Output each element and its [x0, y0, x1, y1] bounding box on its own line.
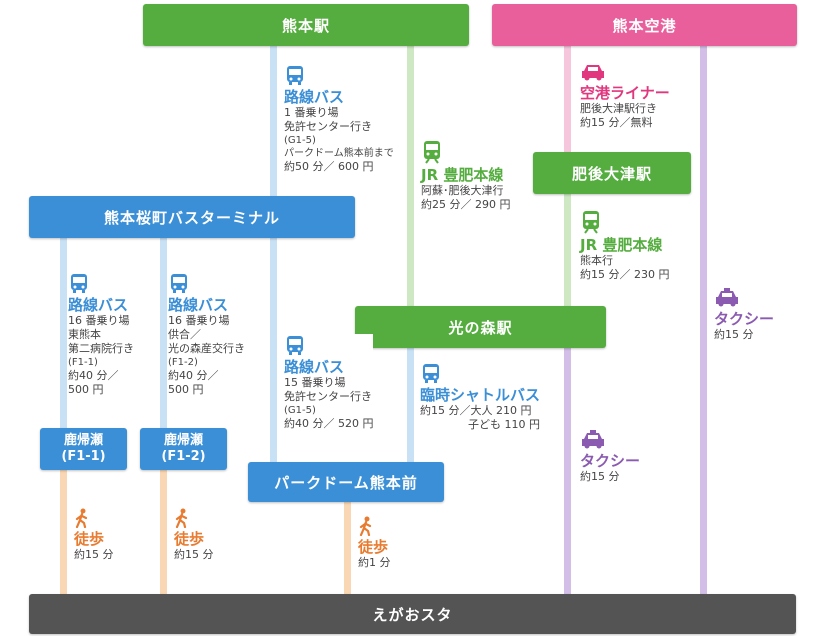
route-detail: 光の森産交行き — [168, 342, 245, 355]
route-detail: 約40 分／ — [68, 369, 119, 382]
route-mode: タクシー — [580, 452, 641, 470]
route-detail: 第二病院行き — [68, 342, 134, 355]
route-mode: 徒歩 — [174, 530, 205, 548]
stop-kagaese-f1-2[interactable]: 鹿帰瀬 (F1-2) — [140, 428, 227, 470]
route-detail: 約40 分／ 520 円 — [284, 417, 374, 430]
line-shuttle — [407, 348, 414, 462]
route-detail: 約15 分 — [714, 328, 754, 341]
station-kumamoto[interactable]: 熊本駅 — [143, 4, 469, 46]
route-ozu-jr: JR 豊肥本線 熊本行 約15 分／ 230 円 — [580, 210, 670, 282]
line-walk3 — [344, 502, 351, 594]
line-walk1 — [60, 470, 67, 594]
route-detail: 1 番乗り場 — [284, 106, 339, 119]
route-detail: 供合／ — [168, 328, 201, 341]
route-detail: 約15 分／大人 210 円 — [420, 404, 532, 417]
stop-name: 鹿帰瀬 — [163, 433, 203, 448]
line-walk2 — [160, 470, 167, 594]
route-detail: 15 番乗り場 — [284, 376, 346, 389]
station-egaosuta[interactable]: えがおスタ — [29, 594, 796, 634]
route-detail: 16 番乗り場 — [68, 314, 130, 327]
route-mode: 路線バス — [68, 296, 129, 314]
route-detail: 免許センター行き — [284, 120, 372, 133]
line-ozu-taxi — [564, 348, 571, 594]
route-sakura-bus-f1-2: 路線バス 16 番乗り場 供合／ 光の森産交行き (F1-2) 約40 分／ 5… — [168, 272, 245, 397]
stop-code: (F1-1) — [61, 449, 106, 464]
route-detail: (G1-5) — [284, 135, 316, 146]
route-detail: パークドーム熊本前まで — [284, 148, 394, 159]
route-detail: 約15 分／無料 — [580, 116, 653, 129]
route-mode: 路線バス — [168, 296, 229, 314]
route-detail: 約1 分 — [358, 556, 391, 569]
route-detail: 熊本行 — [580, 254, 613, 267]
walking-icon — [175, 508, 188, 528]
route-detail: 約15 分 — [580, 470, 620, 483]
train-icon — [424, 141, 440, 164]
walking-icon — [75, 508, 88, 528]
route-airport-taxi: タクシー 約15 分 — [714, 288, 775, 342]
route-detail: 阿蘇･肥後大津行 — [421, 184, 504, 197]
route-detail: 約15 分 — [174, 548, 214, 561]
route-mode: 路線バス — [284, 88, 345, 106]
route-detail: 約15 分 — [74, 548, 114, 561]
route-detail: 500 円 — [68, 383, 104, 396]
station-kumamoto-airport[interactable]: 熊本空港 — [492, 4, 797, 46]
route-mode: 臨時シャトルバス — [420, 386, 541, 404]
route-detail: 約40 分／ — [168, 369, 219, 382]
route-sakura-bus-g1-5: 路線バス 15 番乗り場 免許センター行き (G1-5) 約40 分／ 520 … — [284, 334, 374, 431]
route-mode: 路線バス — [284, 358, 345, 376]
line-kumamoto-bus — [270, 46, 277, 462]
route-detail: 子ども 110 円 — [468, 418, 541, 431]
route-mode: JR 豊肥本線 — [421, 166, 504, 184]
route-kumamoto-bus: 路線バス 1 番乗り場 免許センター行き (G1-5) パークドーム熊本前まで … — [284, 64, 394, 174]
line-sakura-bus2 — [160, 238, 167, 428]
stop-name: 鹿帰瀬 — [63, 433, 103, 448]
line-kumamoto-jr — [407, 46, 414, 306]
station-hikarinomori[interactable]: 光の森駅 — [355, 306, 606, 348]
route-detail: 東熊本 — [68, 328, 101, 341]
car-icon — [582, 65, 604, 81]
train-icon — [583, 211, 599, 234]
station-higo-ozu[interactable]: 肥後大津駅 — [533, 152, 691, 194]
taxi-icon — [582, 430, 604, 449]
route-mode: タクシー — [714, 310, 775, 328]
bus-icon — [287, 336, 303, 355]
route-sakura-bus-f1-1: 路線バス 16 番乗り場 東熊本 第二病院行き (F1-1) 約40 分／ 50… — [68, 272, 134, 397]
stop-kagaese-f1-1[interactable]: 鹿帰瀬 (F1-1) — [40, 428, 127, 470]
route-walk-parkdome: 徒歩 約1 分 — [358, 516, 391, 570]
bus-icon — [423, 364, 439, 383]
route-detail: 約15 分／ 230 円 — [580, 268, 670, 281]
line-ozu-jr — [564, 194, 571, 306]
route-detail: (G1-5) — [284, 405, 316, 416]
route-detail: 約25 分／ 290 円 — [421, 198, 511, 211]
route-airport-liner: 空港ライナー 肥後大津駅行き 約15 分／無料 — [580, 62, 670, 130]
route-detail: (F1-1) — [68, 357, 98, 368]
route-mode: JR 豊肥本線 — [580, 236, 663, 254]
route-mode: 空港ライナー — [580, 84, 670, 102]
line-airport-liner — [564, 46, 571, 152]
route-detail: 約50 分／ 600 円 — [284, 160, 374, 173]
route-detail: 免許センター行き — [284, 390, 372, 403]
route-ozu-taxi: タクシー 約15 分 — [580, 430, 641, 484]
route-shuttle-bus: 臨時シャトルバス 約15 分／大人 210 円 子ども 110 円 — [420, 362, 541, 432]
line-airport-taxi — [700, 46, 707, 594]
walking-icon — [359, 516, 372, 536]
route-detail: 肥後大津駅行き — [580, 102, 657, 115]
station-sakuramachi-bus-terminal[interactable]: 熊本桜町バスターミナル — [29, 196, 355, 238]
bus-icon — [171, 274, 187, 293]
route-mode: 徒歩 — [74, 530, 105, 548]
bus-icon — [71, 274, 87, 293]
route-detail: 16 番乗り場 — [168, 314, 230, 327]
route-walk-f1-2: 徒歩 約15 分 — [174, 508, 214, 562]
route-kumamoto-jr: JR 豊肥本線 阿蘇･肥後大津行 約25 分／ 290 円 — [421, 140, 511, 212]
stop-parkdome-kumamoto[interactable]: パークドーム熊本前 — [248, 462, 444, 502]
stop-code: (F1-2) — [161, 449, 206, 464]
taxi-icon — [716, 288, 738, 307]
line-sakura-bus1 — [60, 238, 67, 428]
route-detail: (F1-2) — [168, 357, 198, 368]
route-walk-f1-1: 徒歩 約15 分 — [74, 508, 114, 562]
bus-icon — [287, 66, 303, 85]
route-detail: 500 円 — [168, 383, 204, 396]
route-mode: 徒歩 — [358, 538, 389, 556]
